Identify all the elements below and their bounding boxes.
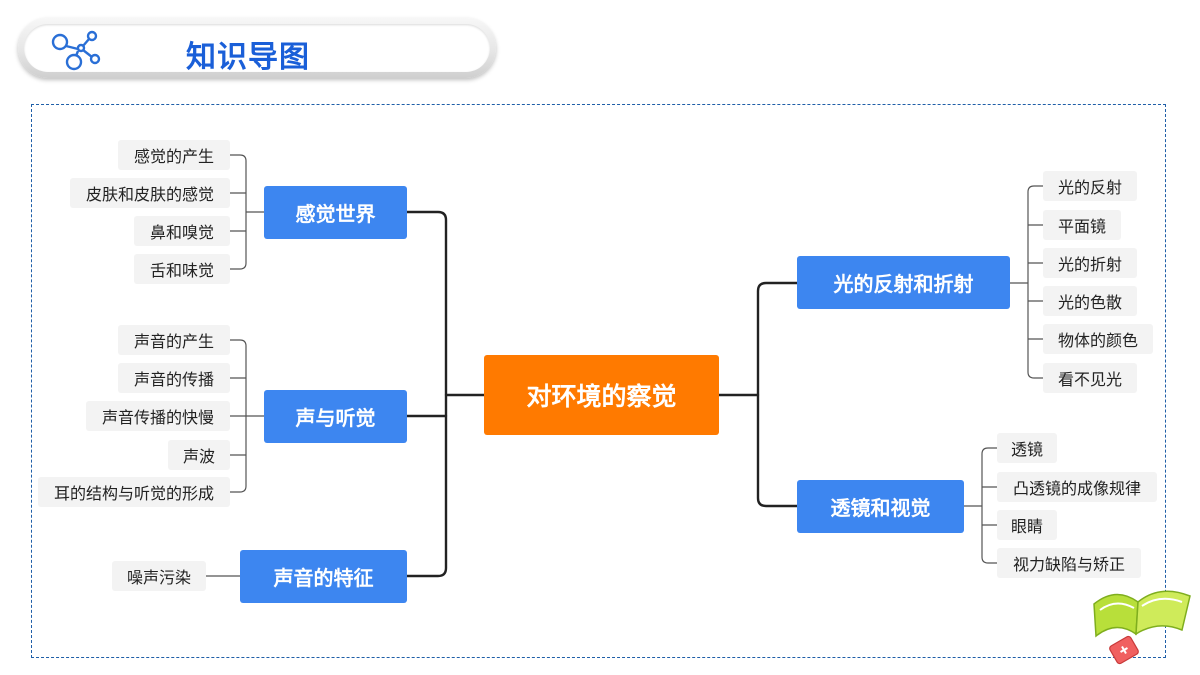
leaf-node: 凸透镜的成像规律 bbox=[997, 472, 1157, 502]
header-banner-inner bbox=[24, 24, 490, 72]
connector-leaves-gjsj bbox=[215, 154, 265, 270]
leaf-node: 皮肤和皮肤的感觉 bbox=[70, 178, 230, 208]
mindmap-center-node: 对环境的察觉 bbox=[484, 355, 719, 435]
leaf-node: 舌和味觉 bbox=[134, 254, 230, 284]
leaf-node: 光的色散 bbox=[1043, 286, 1137, 316]
branch-node-sydtz: 声音的特征 bbox=[240, 550, 407, 603]
leaf-node: 看不见光 bbox=[1043, 363, 1137, 393]
leaf-node: 鼻和嗅觉 bbox=[134, 216, 230, 246]
branch-node-gjsj: 感觉世界 bbox=[264, 186, 407, 239]
leaf-node: 平面镜 bbox=[1043, 210, 1121, 240]
page-title: 知识导图 bbox=[186, 40, 310, 75]
leaf-node: 噪声污染 bbox=[112, 561, 206, 591]
leaf-node: 光的折射 bbox=[1043, 248, 1137, 278]
leaf-node: 耳的结构与听觉的形成 bbox=[38, 477, 230, 507]
leaf-node: 光的反射 bbox=[1043, 171, 1137, 201]
mindmap-frame bbox=[31, 104, 1166, 658]
branch-node-tjsj: 透镜和视觉 bbox=[797, 480, 964, 533]
leaf-node: 物体的颜色 bbox=[1043, 324, 1153, 354]
connector-leaves-sytj bbox=[215, 339, 265, 493]
connector-left-trunk bbox=[405, 210, 448, 578]
connector-right-trunk bbox=[756, 281, 799, 508]
book-pencil-decoration-icon bbox=[1093, 590, 1191, 665]
leaf-node: 透镜 bbox=[997, 433, 1057, 463]
branch-node-sytj: 声与听觉 bbox=[264, 390, 407, 443]
leaf-node: 眼睛 bbox=[997, 510, 1057, 540]
leaf-node: 声音的传播 bbox=[118, 363, 230, 393]
leaf-node: 声音的产生 bbox=[118, 325, 230, 355]
leaf-node: 视力缺陷与矫正 bbox=[997, 548, 1141, 578]
connector-leaves-gdfs bbox=[1009, 185, 1044, 379]
leaf-node: 声音传播的快慢 bbox=[86, 401, 230, 431]
leaf-node: 声波 bbox=[168, 440, 230, 470]
branch-node-gdfs: 光的反射和折射 bbox=[797, 256, 1010, 309]
connector-leaves-tjsj bbox=[963, 447, 998, 564]
header-banner bbox=[18, 18, 496, 78]
molecule-network-icon bbox=[51, 30, 101, 71]
leaf-node: 感觉的产生 bbox=[118, 140, 230, 170]
